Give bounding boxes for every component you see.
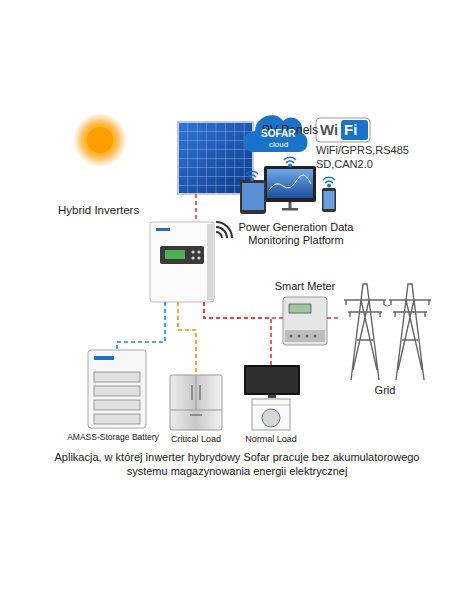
inverter-picture — [191, 256, 194, 259]
smart-meter-picture — [314, 335, 317, 338]
battery-picture — [94, 356, 114, 360]
interface-text: SD,CAN2.0 — [316, 158, 373, 171]
ac-power-line — [204, 302, 283, 318]
logo-text: cloud — [269, 140, 288, 149]
device-icons — [240, 180, 266, 214]
wireless-waves — [216, 222, 232, 238]
smart-meter-picture — [289, 304, 311, 313]
wifi-symbol — [289, 164, 291, 166]
tv-washer-picture — [268, 395, 276, 398]
fridge-picture — [170, 375, 222, 430]
battery-picture — [88, 350, 146, 428]
normal-load: Normal Load — [242, 365, 300, 430]
grid-tower-picture — [344, 284, 431, 380]
backup-line — [178, 302, 196, 375]
tv-washer-picture — [262, 409, 280, 427]
tv-washer-picture — [252, 405, 290, 406]
tv-washer-picture — [244, 365, 300, 430]
battery-picture — [94, 400, 140, 410]
ac-power-line — [204, 302, 271, 365]
tv-washer-picture — [252, 399, 290, 430]
wifi-logo — [316, 118, 370, 142]
sun-icon — [87, 127, 113, 153]
tv-washer-picture — [244, 365, 300, 395]
logo-text: SOFAR — [261, 128, 295, 140]
smart-meter-picture — [283, 297, 327, 345]
critical-load: Critical Load — [170, 375, 222, 430]
dc-power-line — [195, 194, 197, 222]
wifi-symbol — [251, 178, 253, 180]
ac-power-line — [327, 317, 340, 319]
battery-picture — [88, 350, 146, 428]
fridge-picture — [190, 385, 202, 415]
battery-line — [117, 302, 165, 350]
wifi-symbol — [323, 177, 335, 183]
hybrid-inverter: Hybrid Inverters — [150, 222, 214, 302]
device-icons — [282, 208, 298, 211]
node-label: Grid — [375, 384, 396, 397]
device-icons — [322, 188, 336, 212]
device-icons — [267, 169, 313, 198]
wifi-symbol — [246, 171, 258, 177]
wifi-logo — [316, 118, 370, 142]
inverter-picture — [150, 222, 214, 302]
inverter-picture — [165, 250, 185, 259]
wifi-symbol — [328, 184, 330, 186]
sun-icon — [73, 113, 127, 167]
smart-meter-picture — [283, 297, 327, 345]
wireless-waves — [216, 222, 232, 238]
device-icons — [289, 202, 292, 208]
wifi-symbol — [284, 157, 296, 163]
fridge-picture — [170, 375, 222, 430]
battery-picture — [94, 386, 140, 396]
inverter-picture — [160, 246, 204, 264]
device-icons — [269, 175, 311, 190]
inverter-picture — [207, 224, 213, 300]
smart-meter-picture — [306, 335, 309, 338]
wireless-waves — [216, 232, 222, 238]
sun-icon — [73, 113, 127, 167]
node-label: Critical Load — [171, 434, 221, 444]
node-label: Power Generation Data Monitoring Platfor… — [229, 221, 364, 246]
grid-tower-picture — [384, 305, 391, 306]
grid-tower: Grid — [340, 280, 430, 380]
inverter-picture — [197, 250, 200, 253]
smart-meter: Smart Meter — [283, 297, 327, 345]
device-icons — [264, 166, 316, 202]
wireless-waves — [216, 227, 227, 238]
inverter-picture — [150, 222, 214, 302]
grid-tower-picture — [344, 284, 386, 380]
grid-tower-picture — [389, 284, 431, 380]
wifi-logo — [341, 120, 368, 140]
smart-meter-picture — [285, 330, 325, 342]
inverter-picture — [191, 250, 194, 253]
smart-meter-picture — [298, 335, 301, 338]
battery-picture — [94, 414, 140, 424]
pv-panels: PV Panels — [178, 122, 253, 194]
node-label: AMASS-Storage Battery — [67, 433, 159, 443]
device-icons — [240, 166, 336, 214]
node-label: Hybrid Inverters — [58, 204, 139, 217]
tv-washer-picture — [246, 367, 298, 393]
inverter-picture — [197, 256, 200, 259]
device-icons — [242, 183, 264, 210]
storage-battery: AMASS-Storage Battery — [88, 350, 146, 428]
logo-text: Fi — [344, 121, 357, 138]
battery-picture — [94, 372, 140, 382]
caption: Aplikacja, w której inwerter hybrydowy S… — [42, 450, 432, 479]
smart-meter-picture — [290, 335, 293, 338]
node-label: Smart Meter — [275, 280, 336, 293]
interface-text: WiFi/GPRS,RS485 — [316, 144, 409, 157]
node-label: Normal Load — [245, 434, 297, 444]
fridge-picture — [170, 375, 222, 410]
device-icons — [324, 191, 335, 209]
inverter-picture — [156, 228, 170, 231]
logo-text: Wi — [320, 121, 338, 138]
